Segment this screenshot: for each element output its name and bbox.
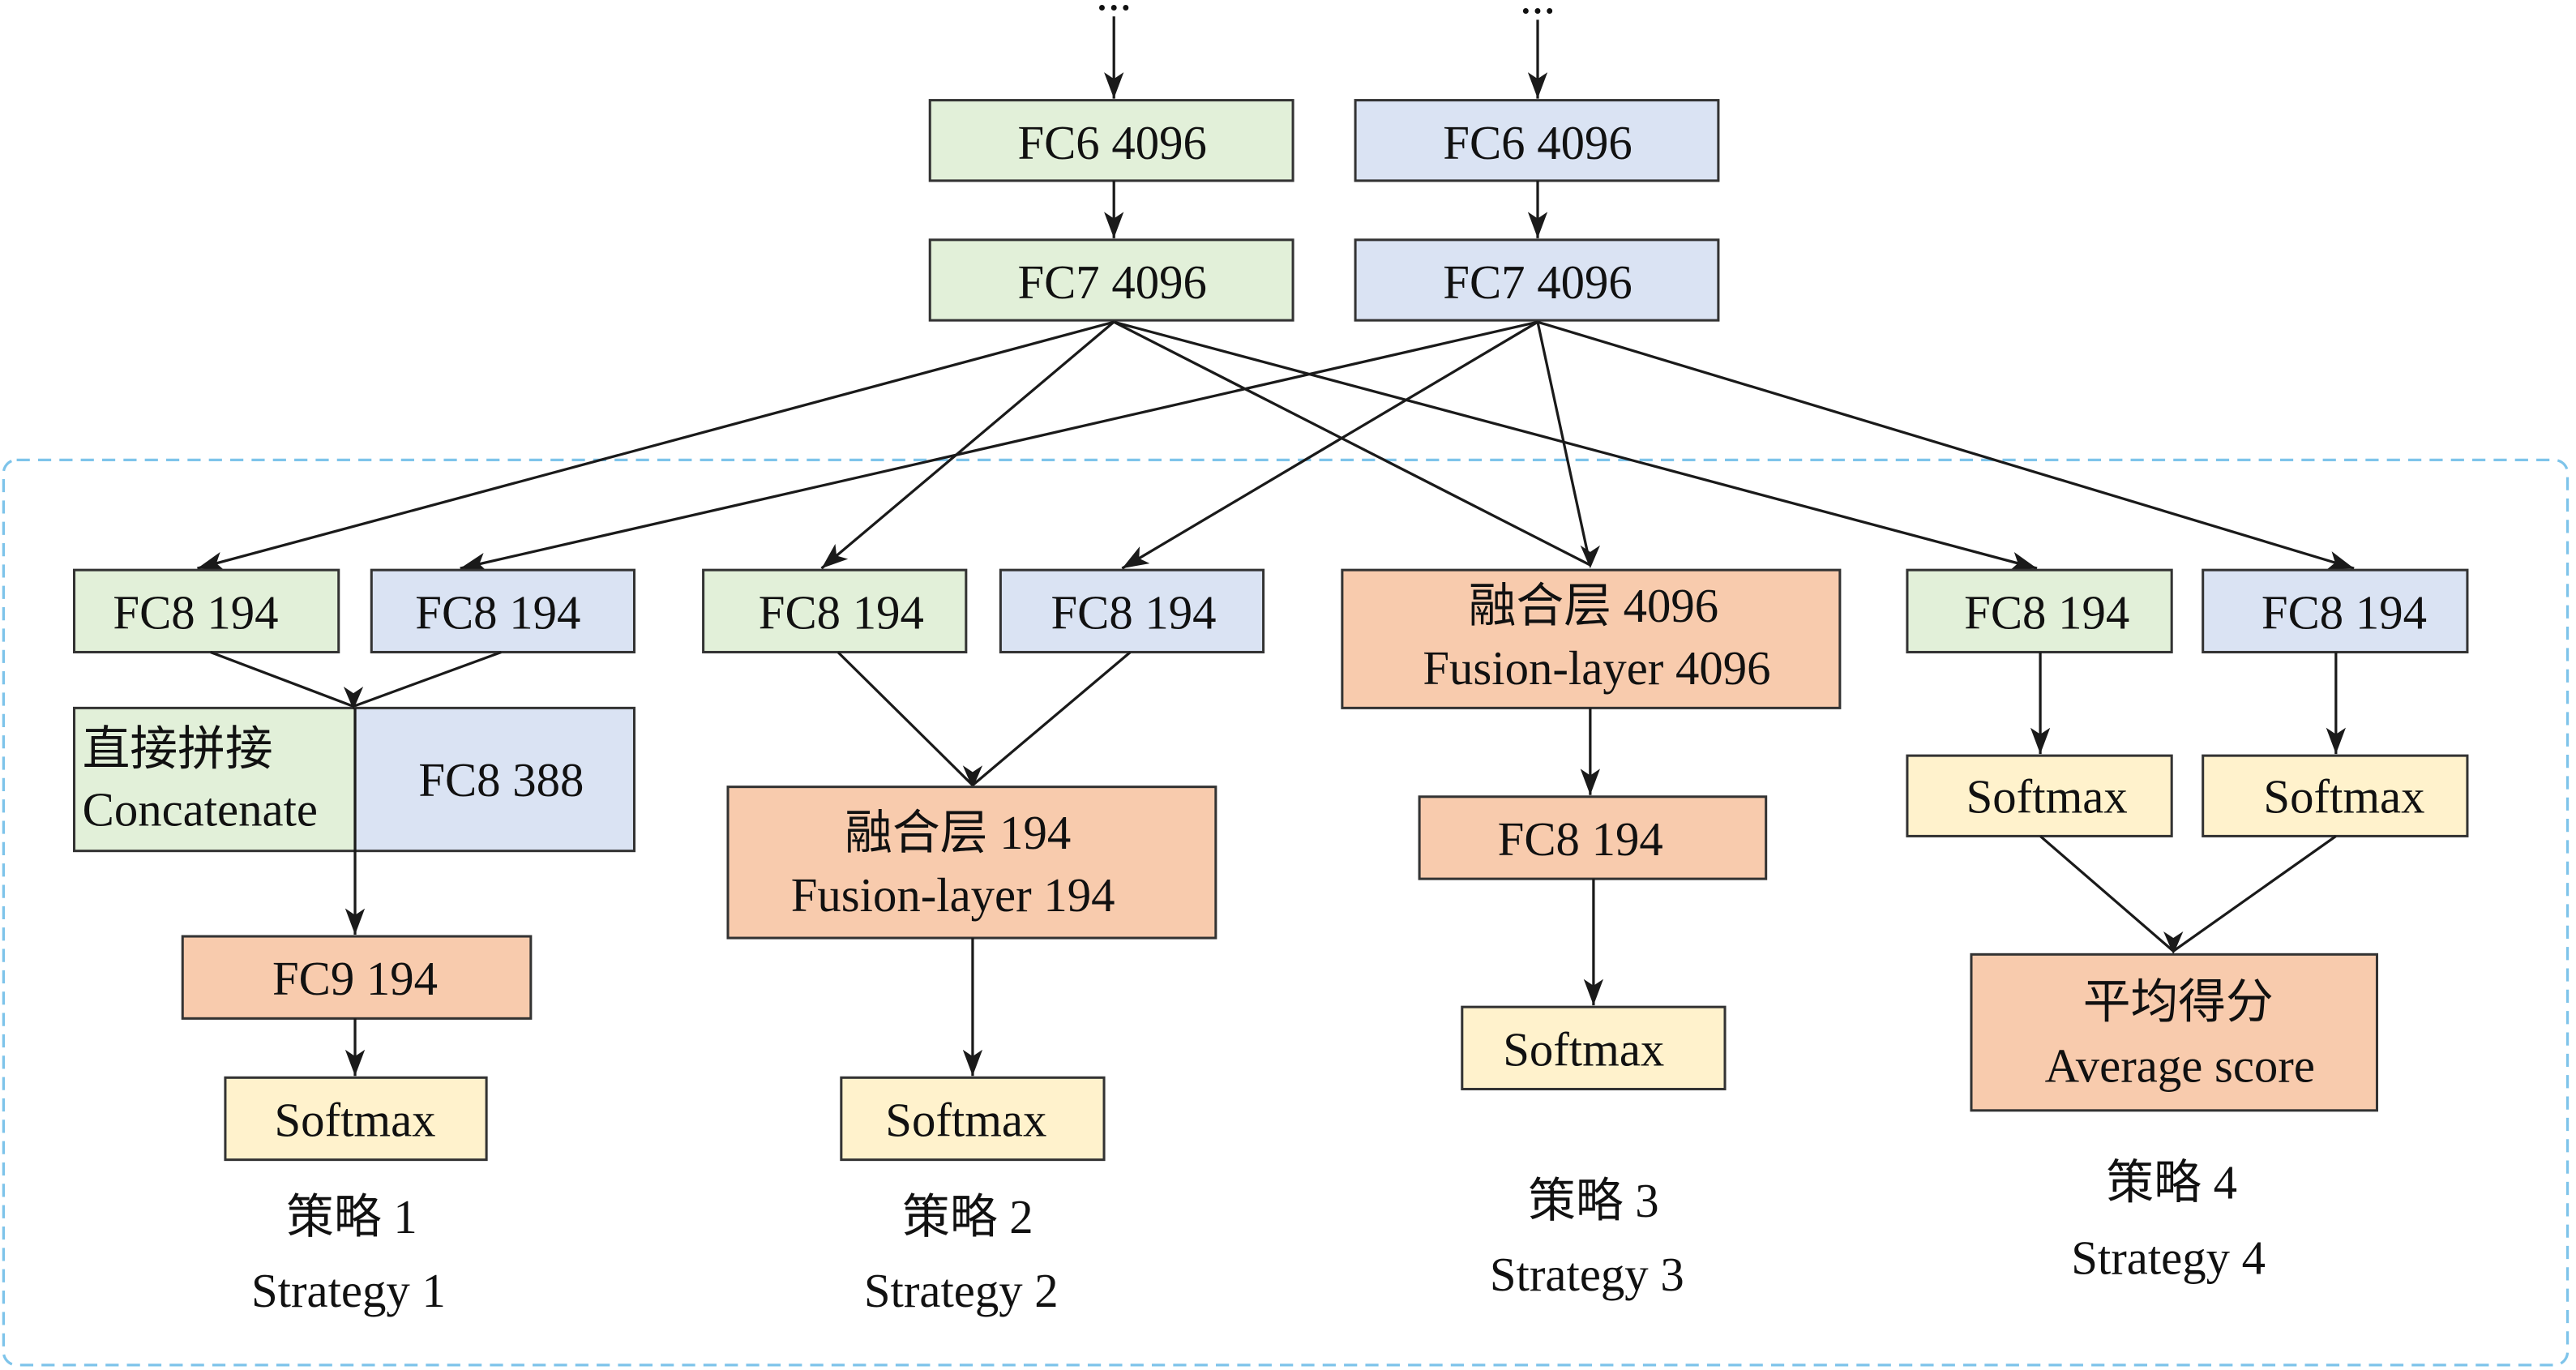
s4-softmax-blue-label: Softmax xyxy=(2263,770,2424,823)
s4-fc8-blue-node: FC8 194 xyxy=(2202,568,2469,653)
blue-fc6-node: FC6 4096 xyxy=(1354,99,1720,182)
arrow-blue-fc7-to-s1-fc8 xyxy=(460,320,1538,572)
s2-fc8-blue-box xyxy=(999,568,1265,653)
s1-fc9-box xyxy=(181,935,533,1020)
s4-fc8-green-label: FC8 194 xyxy=(1964,586,2129,639)
arrow-s2-fc8-green-to-fusion xyxy=(837,651,974,786)
s4-softmax-green-label: Softmax xyxy=(1966,770,2128,823)
arrow-green-fc7-to-s3-fusion xyxy=(1113,320,1591,567)
blue-fc7-node: FC7 4096 xyxy=(1354,238,1720,322)
s1-caption-en: Strategy 1 xyxy=(251,1265,446,1317)
arrow-blue-fc7-to-s3-fusion xyxy=(1536,321,1592,566)
s1-fc9-node: FC9 194 xyxy=(181,935,533,1020)
s1-fc8-blue-node: FC8 194 xyxy=(370,568,636,653)
s3-fc8-label: FC8 194 xyxy=(1498,813,1663,866)
blue-fc6-label: FC6 4096 xyxy=(1443,117,1632,169)
s4-average-box xyxy=(1970,953,2379,1112)
merge-arrowhead-s3-fusion xyxy=(1580,545,1601,569)
s1-softmax-box xyxy=(224,1076,488,1162)
s2-softmax-node: Softmax xyxy=(840,1076,1106,1162)
s2-fusion-cn-label: 融合层 194 xyxy=(845,807,1071,859)
s4-caption-cn: 策略 4 xyxy=(2106,1156,2237,1209)
s3-fusion-en-label: Fusion-layer 4096 xyxy=(1423,642,1770,695)
s1-softmax-label: Softmax xyxy=(274,1094,435,1146)
s1-concat-cn-label: 直接拼接 xyxy=(83,723,273,776)
s1-concat-green-box xyxy=(72,706,357,853)
s1-fc9-label: FC9 194 xyxy=(272,953,438,1005)
s1-fc8-concat-label: FC8 388 xyxy=(418,754,584,807)
green-fc7-box xyxy=(928,238,1294,322)
s4-softmax-blue-box xyxy=(2202,754,2469,837)
s4-average-node: 平均得分 Average score xyxy=(1970,953,2379,1112)
arrow-s1-fc8-blue-to-concat xyxy=(353,650,502,708)
arrow-green-fc7-to-s1-fc8 xyxy=(197,320,1115,572)
s3-fc8-box xyxy=(1418,795,1768,880)
s4-caption-en: Strategy 4 xyxy=(2071,1232,2266,1285)
s1-concat-node: 直接拼接 Concatenate FC8 388 xyxy=(72,706,636,853)
s3-fusion-cn-label: 融合层 4096 xyxy=(1469,580,1718,632)
s2-fusion-box xyxy=(726,786,1217,940)
s1-caption-cn: 策略 1 xyxy=(286,1191,417,1244)
s4-softmax-green-node: Softmax xyxy=(1906,754,2173,837)
s1-concat-en-label: Concatenate xyxy=(83,784,318,837)
s3-fusion-box xyxy=(1341,568,1842,709)
green-fc6-label: FC6 4096 xyxy=(1017,117,1206,169)
s4-softmax-blue-node: Softmax xyxy=(2202,754,2469,837)
s2-fc8-green-label: FC8 194 xyxy=(759,586,924,639)
s2-fc8-blue-label: FC8 194 xyxy=(1051,586,1216,639)
s2-caption-en: Strategy 2 xyxy=(864,1265,1059,1317)
s2-softmax-label: Softmax xyxy=(885,1094,1046,1146)
arrow-blue-fc7-to-s4-fc8 xyxy=(1537,320,2355,571)
blue-fc7-label: FC7 4096 xyxy=(1443,256,1632,309)
s4-softmax-green-box xyxy=(1906,754,2173,837)
arrow-s1-fc8-green-to-concat xyxy=(210,650,354,708)
arrow-s2-fc8-blue-to-fusion xyxy=(971,651,1132,786)
s1-softmax-node: Softmax xyxy=(224,1076,488,1162)
s3-caption-cn: 策略 3 xyxy=(1528,1175,1659,1227)
s2-fusion-en-label: Fusion-layer 194 xyxy=(791,869,1115,922)
arrow-green-fc7-to-s2-fc8 xyxy=(820,320,1115,570)
arrow-blue-fc7-to-s2-fc8 xyxy=(1121,320,1538,570)
green-fc6-node: FC6 4096 xyxy=(928,99,1294,182)
s4-fc8-green-box xyxy=(1906,568,2173,653)
s1-fc8-green-label: FC8 194 xyxy=(113,586,278,639)
s3-softmax-label: Softmax xyxy=(1503,1023,1664,1076)
merge-arrowhead-s2-fusion xyxy=(962,765,983,789)
s2-fc8-green-box xyxy=(702,568,968,653)
s3-caption-en: Strategy 3 xyxy=(1490,1248,1684,1301)
s3-fusion-node: 融合层 4096 Fusion-layer 4096 xyxy=(1341,568,1842,709)
arrow-s4-softmax-green-to-average xyxy=(2039,835,2175,953)
s3-softmax-node: Softmax xyxy=(1461,1005,1727,1091)
s1-fc8-green-box xyxy=(72,568,340,653)
s2-caption-cn: 策略 2 xyxy=(902,1191,1033,1244)
s2-fc8-blue-node: FC8 194 xyxy=(999,568,1265,653)
green-fc7-label: FC7 4096 xyxy=(1017,256,1206,309)
s4-average-cn-label: 平均得分 xyxy=(2083,976,2274,1029)
arrow-green-fc7-to-s4-fc8 xyxy=(1113,320,2038,572)
merge-arrowhead-s1-concat xyxy=(343,687,364,710)
strategy-region-border xyxy=(2,458,2570,1367)
s3-fc8-node: FC8 194 xyxy=(1418,795,1768,880)
blue-fc6-box xyxy=(1354,99,1720,182)
s2-softmax-box xyxy=(840,1076,1106,1162)
s2-fc8-green-node: FC8 194 xyxy=(702,568,968,653)
s2-fusion-node: 融合层 194 Fusion-layer 194 xyxy=(726,786,1217,940)
s1-concat-blue-box xyxy=(353,706,636,853)
arrow-s4-softmax-blue-to-average xyxy=(2172,835,2337,953)
s1-fc8-blue-box xyxy=(370,568,636,653)
blue-fc7-box xyxy=(1354,238,1720,322)
merge-arrowhead-s4-average xyxy=(2163,931,2184,955)
s1-fc8-green-node: FC8 194 xyxy=(72,568,340,653)
s4-fc8-green-node: FC8 194 xyxy=(1906,568,2173,653)
s4-average-en-label: Average score xyxy=(2045,1040,2315,1093)
green-fc7-node: FC7 4096 xyxy=(928,238,1294,322)
s4-fc8-blue-label: FC8 194 xyxy=(2261,586,2427,639)
green-fc6-box xyxy=(928,99,1294,182)
s1-fc8-blue-label: FC8 194 xyxy=(415,586,580,639)
s3-softmax-box xyxy=(1461,1005,1727,1091)
